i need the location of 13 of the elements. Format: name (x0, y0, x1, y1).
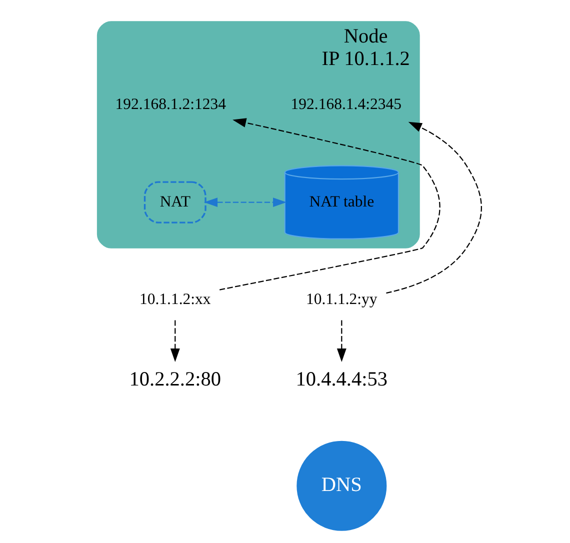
arrow (336, 320, 346, 362)
node-text: 10.1.1.2:xx (139, 290, 211, 308)
node-text: 192.168.1.2:1234 (115, 96, 226, 114)
arrow (170, 320, 180, 362)
arrow (220, 118, 440, 290)
node-text: 10.2.2.2:80 (129, 368, 221, 391)
node-box: NAT (144, 181, 206, 224)
node-circle: DNS (296, 440, 387, 531)
node-text: 10.1.1.2:yy (306, 290, 378, 308)
node-text: 10.4.4.4:53 (296, 368, 388, 391)
arrow (204, 198, 287, 208)
arrow (386, 122, 482, 294)
node-text: 192.168.1.4:2345 (290, 96, 402, 114)
